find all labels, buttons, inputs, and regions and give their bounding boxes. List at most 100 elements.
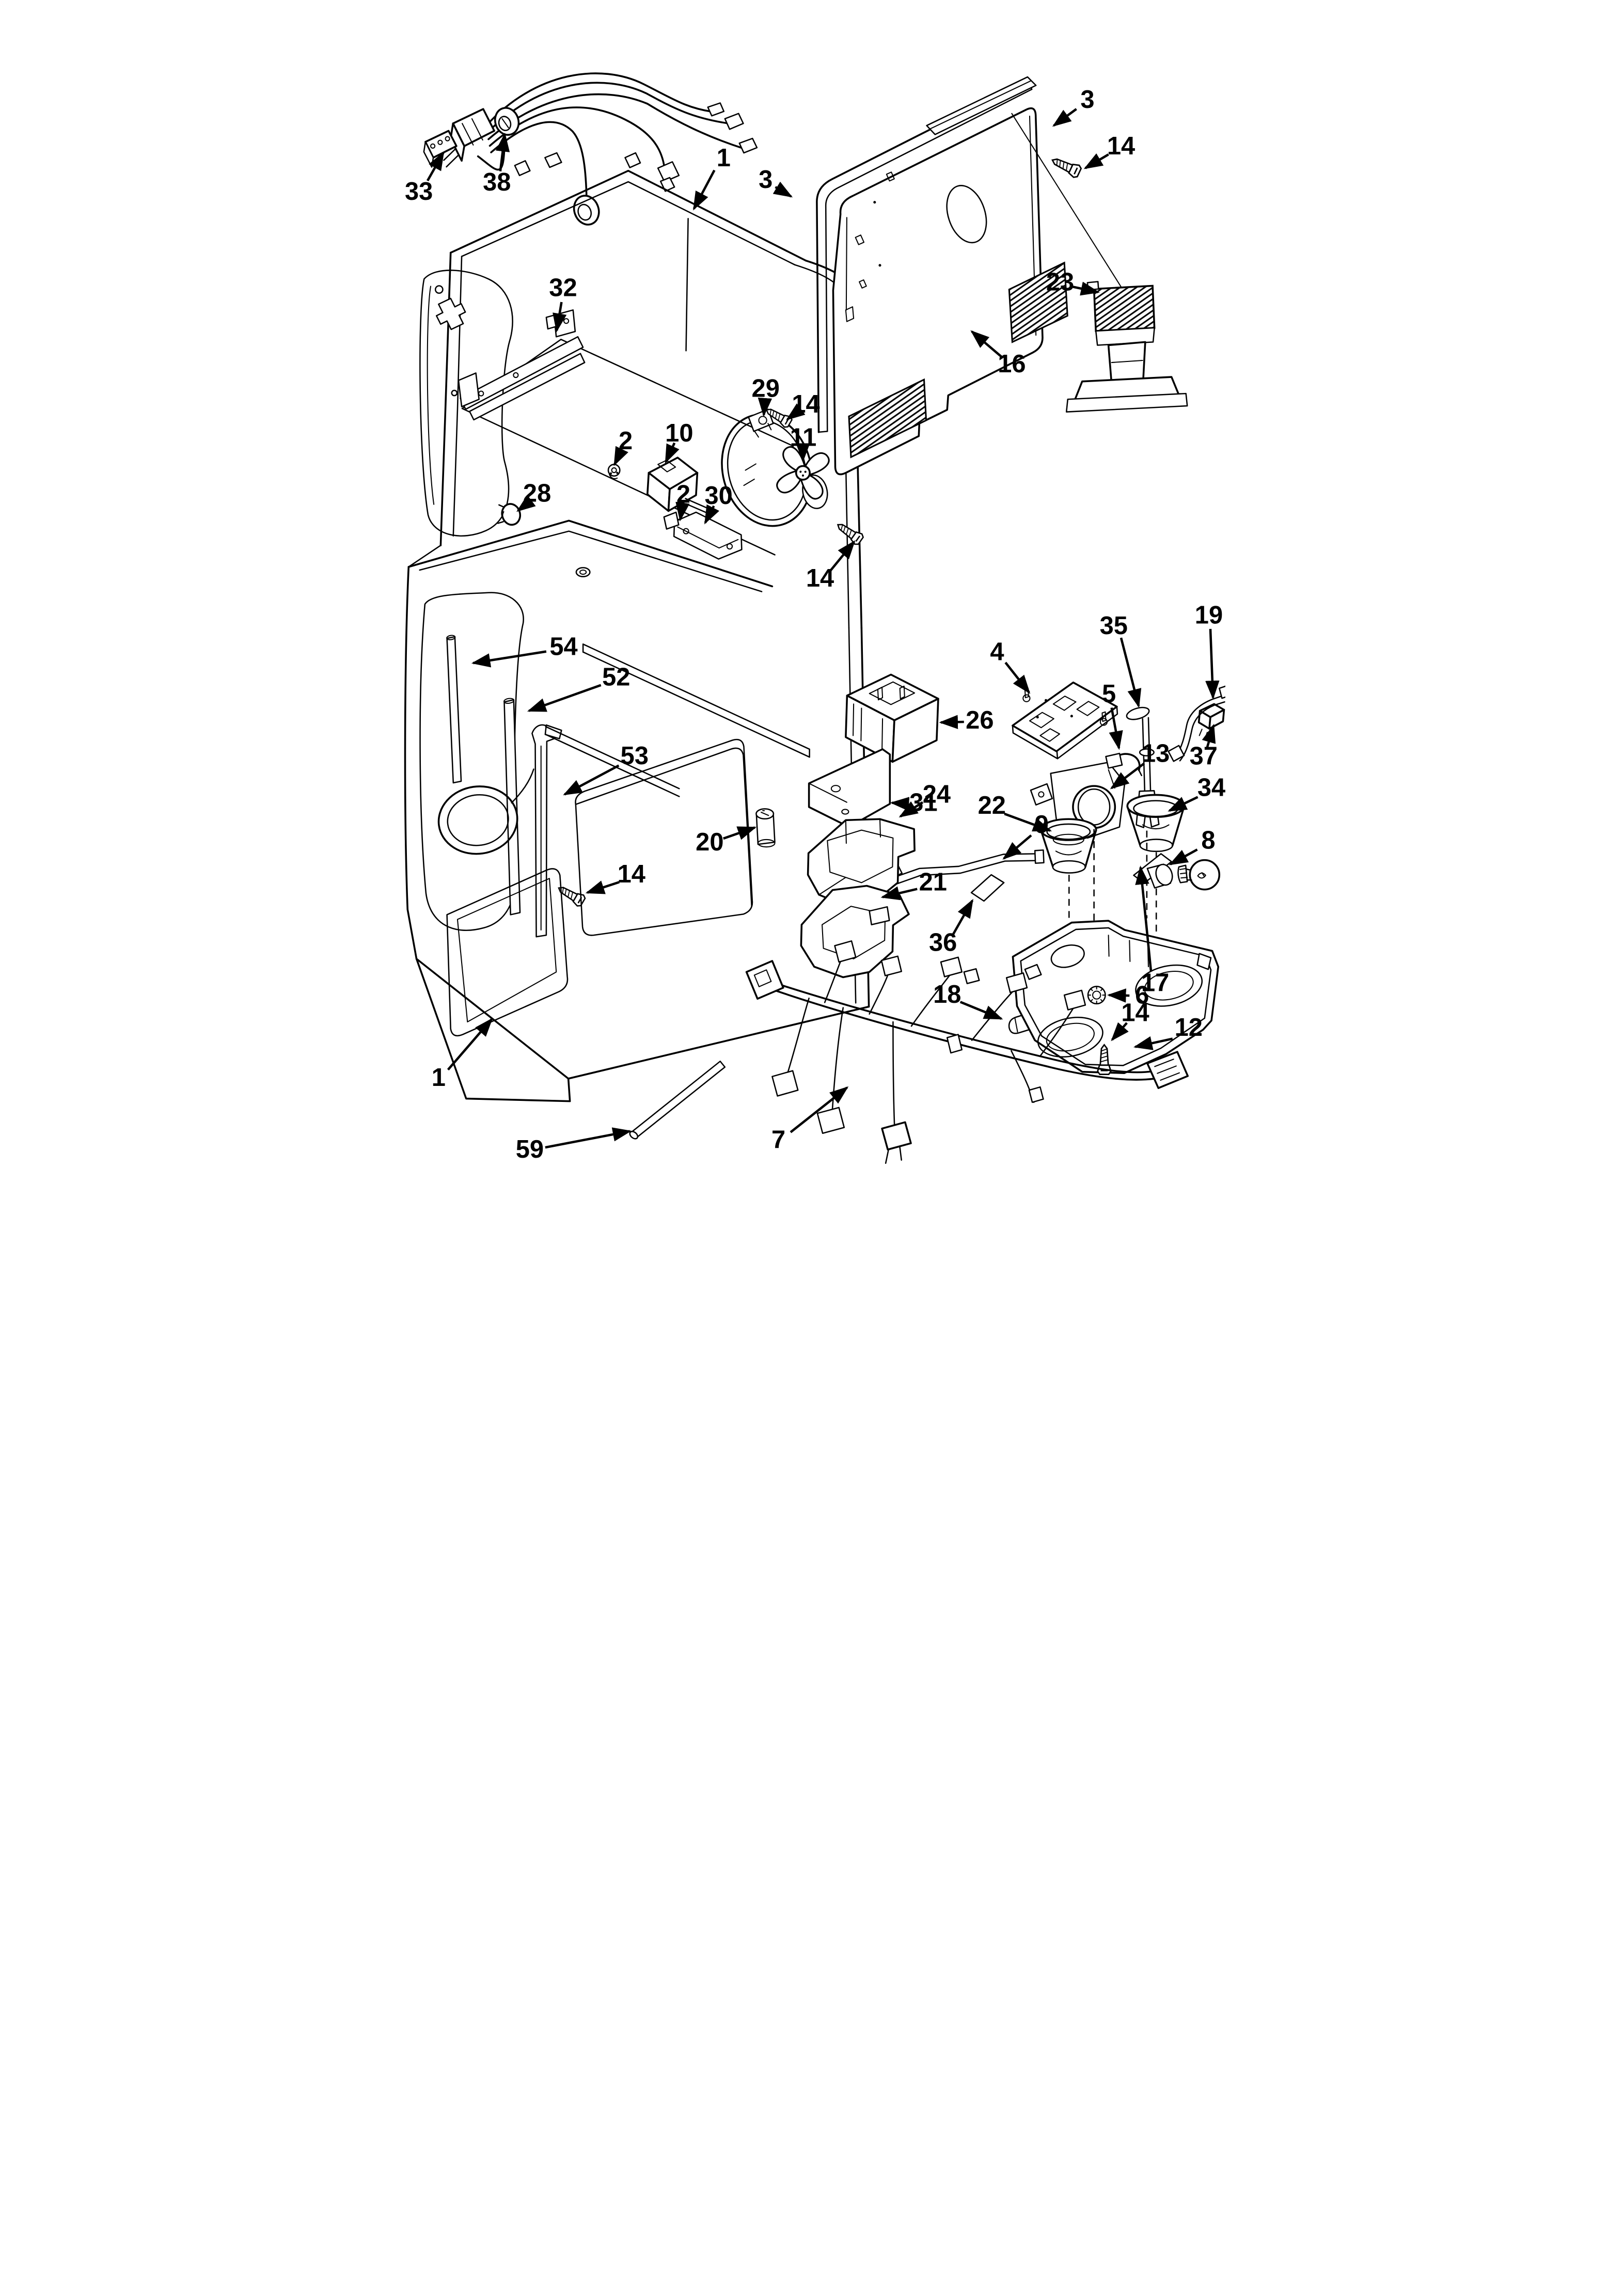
callout-label-20-22: 20 <box>696 828 723 856</box>
callout-arrow-35-27 <box>1120 637 1141 708</box>
callout-label-30-13: 30 <box>704 482 732 510</box>
callout-arrow-19-28 <box>1205 628 1220 700</box>
light-bulb <box>1177 859 1220 891</box>
callout-arrow-29-14 <box>758 397 772 417</box>
rear-panel-group <box>815 76 1188 476</box>
callout-label-3-3: 3 <box>759 166 772 194</box>
callout-arrow-38-1 <box>495 132 510 171</box>
callout-label-14-21: 14 <box>617 860 645 888</box>
callout-label-35-27: 35 <box>1099 612 1127 640</box>
callout-label-2-12: 2 <box>676 480 690 508</box>
wire-harness-lower <box>745 940 1189 1164</box>
stud-2a <box>607 464 621 480</box>
callout-arrow-23-6 <box>1072 281 1100 296</box>
callout-arrow-7-43 <box>790 1086 848 1133</box>
tube-54 <box>446 635 462 784</box>
callout-arrow-22-34 <box>1003 812 1052 832</box>
callout-label-28-11: 28 <box>523 479 550 507</box>
wire-harness-evaporator <box>423 72 758 226</box>
vent-grille-bottom <box>847 378 927 459</box>
washer-6 <box>1087 986 1106 1005</box>
tube-52 <box>503 698 521 916</box>
control-board-4 <box>1011 681 1118 760</box>
callout-arrow-4-25 <box>1004 661 1030 694</box>
strip-9 <box>880 849 1045 888</box>
callout-arrow-24-35 <box>898 801 923 818</box>
callout-label-5-26: 5 <box>1102 680 1116 708</box>
cover-plate-31 <box>808 748 891 828</box>
bracket-30 <box>673 511 743 560</box>
callout-arrow-53-20 <box>562 764 619 796</box>
callout-arrow-54-18 <box>471 650 546 668</box>
callout-label-26-23: 26 <box>966 706 994 734</box>
callout-label-37-29: 37 <box>1189 743 1217 770</box>
pad-36 <box>970 874 1004 902</box>
callout-arrow-8-33 <box>1168 848 1198 865</box>
plug-20 <box>755 808 776 848</box>
callout-arrow-59-44 <box>544 1127 632 1149</box>
callout-arrow-16-7 <box>970 330 1003 358</box>
freezer-liner <box>419 169 862 629</box>
callout-arrow-3-3 <box>772 181 793 198</box>
callout-label-1-2: 1 <box>716 144 730 172</box>
callout-label-29-14: 29 <box>751 374 779 402</box>
callout-label-14-5: 14 <box>1107 132 1134 160</box>
callout-arrow-5-26 <box>1109 707 1123 750</box>
callout-label-18-38: 18 <box>933 981 961 1008</box>
callout-arrow-36-37 <box>951 898 973 936</box>
callout-arrow-21-36 <box>880 886 918 901</box>
callout-arrow-34-32 <box>1167 796 1199 812</box>
vent-grille-right <box>1008 261 1068 343</box>
callout-label-6-41: 6 <box>1135 982 1149 1009</box>
callout-label-34-32: 34 <box>1197 774 1225 802</box>
callout-arrow-37-29 <box>1202 723 1216 749</box>
callout-arrow-9-31 <box>1002 834 1032 860</box>
callout-label-14-15: 14 <box>792 390 819 418</box>
callout-arrow-1-45 <box>447 1018 493 1071</box>
evaporator-parts <box>497 404 865 560</box>
air-tower-23 <box>1065 281 1188 413</box>
callout-label-24-35: 24 <box>922 780 950 808</box>
callout-label-13-30: 13 <box>1142 740 1170 768</box>
callout-label-16-7: 16 <box>998 350 1026 378</box>
callout-label-33-0: 33 <box>405 178 433 206</box>
callout-label-10-10: 10 <box>665 419 693 447</box>
callout-label-7-43: 7 <box>771 1126 785 1154</box>
callout-arrow-17-40 <box>1134 865 1152 972</box>
callout-arrow-3-4 <box>1052 108 1077 127</box>
callout-arrow-1-2 <box>692 169 716 211</box>
callout-arrow-20-22 <box>722 826 756 840</box>
callout-label-22-34: 22 <box>977 792 1005 819</box>
callout-arrow-30-13 <box>704 504 719 525</box>
grommet-28 <box>497 503 521 526</box>
duct-24 <box>807 818 916 907</box>
callout-label-8-33: 8 <box>1201 826 1215 854</box>
callout-arrow-18-38 <box>959 1001 1003 1020</box>
condenser-coil-loop <box>437 768 534 855</box>
callout-label-1-45: 1 <box>431 1064 445 1092</box>
callout-label-36-37: 36 <box>928 928 956 956</box>
callout-label-11-16: 11 <box>790 424 816 452</box>
callout-label-54-18: 54 <box>549 633 577 660</box>
callout-label-12-39: 12 <box>1174 1014 1202 1042</box>
callout-label-32-8: 32 <box>549 274 577 302</box>
callout-arrow-2-9 <box>613 446 628 466</box>
callout-arrow-14-5 <box>1083 153 1109 169</box>
callout-label-2-9: 2 <box>618 427 632 455</box>
wall-cutout <box>435 297 466 330</box>
callout-arrow-14-17 <box>829 540 855 572</box>
callout-arrow-6-41 <box>1107 988 1129 1003</box>
callout-label-14-17: 14 <box>806 564 833 592</box>
callout-arrow-14-15 <box>785 403 806 421</box>
callout-label-4-25: 4 <box>990 638 1004 666</box>
ribbon-37 <box>1167 685 1225 762</box>
tube-59 <box>628 1061 726 1140</box>
rear-panel-16 <box>832 107 1044 476</box>
callout-label-21-36: 21 <box>919 868 947 896</box>
callout-arrow-2-12 <box>675 501 689 522</box>
callout-arrow-32-8 <box>552 302 566 333</box>
callout-arrow-33-0 <box>426 151 444 182</box>
channel-53 <box>531 724 562 938</box>
